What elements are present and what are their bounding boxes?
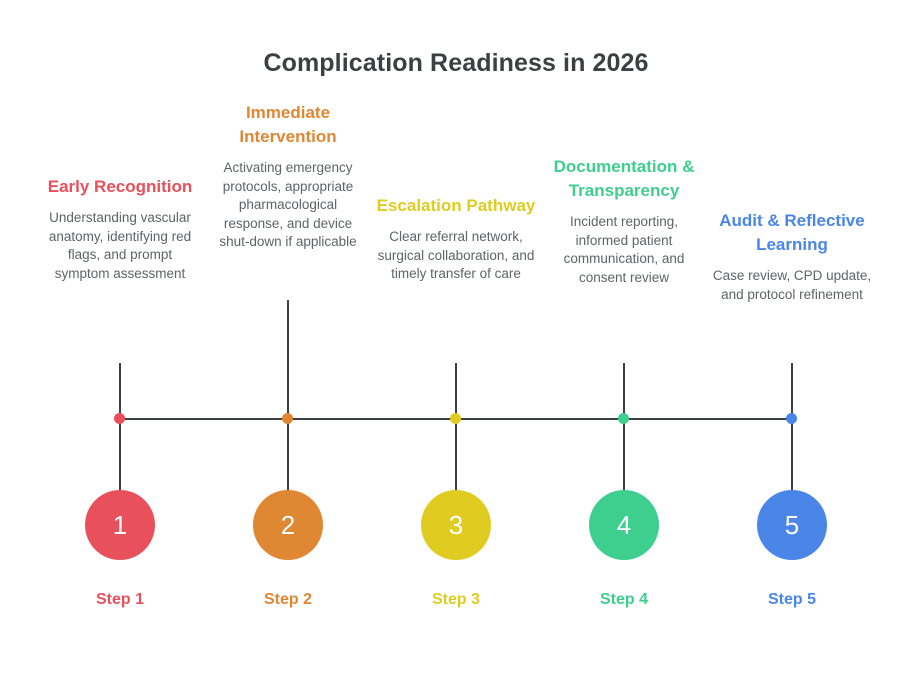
timeline-node-2: [282, 413, 293, 424]
step-description-2: Activating emergency protocols, appropri…: [219, 160, 357, 249]
step-heading-5: Audit & Reflective Learning: [719, 211, 865, 254]
step-text-block-2: Immediate Intervention Activating emerge…: [208, 101, 368, 252]
step-number-5: 5: [784, 510, 800, 540]
step-text-block-1: Early Recognition Understanding vascular…: [40, 175, 200, 283]
page-title: Complication Readiness in 2026: [263, 49, 649, 77]
step-label-1: Step 1: [95, 591, 144, 608]
step-text-block-5: Audit & Reflective Learning Case review,…: [712, 209, 872, 304]
step-description-1: Understanding vascular anatomy, identify…: [48, 210, 192, 281]
connector-stem-4: [623, 363, 625, 490]
connector-stem-5: [791, 363, 793, 490]
step-number-2: 2: [280, 510, 296, 540]
step-heading-2: Immediate Intervention: [239, 103, 337, 146]
step-description-4: Incident reporting, informed patient com…: [563, 214, 685, 285]
timeline-node-5: [786, 413, 797, 424]
connector-stem-1: [119, 363, 121, 490]
step-description-5: Case review, CPD update, and protocol re…: [712, 268, 872, 302]
step-circle-3[interactable]: 3: [421, 490, 491, 560]
connector-stem-2: [287, 300, 289, 490]
step-label-5: Step 5: [767, 591, 816, 608]
step-number-4: 4: [616, 510, 632, 540]
step-heading-1: Early Recognition: [47, 177, 193, 196]
timeline-node-4: [618, 413, 629, 424]
step-heading-4: Documentation & Transparency: [553, 157, 695, 200]
step-circle-1[interactable]: 1: [85, 490, 155, 560]
step-heading-3: Escalation Pathway: [376, 196, 536, 215]
step-label-2: Step 2: [263, 591, 312, 608]
step-text-block-3: Escalation Pathway Clear referral networ…: [376, 194, 536, 284]
connector-stem-3: [455, 363, 457, 490]
step-text-block-4: Documentation & Transparency Incident re…: [544, 155, 704, 287]
step-circle-4[interactable]: 4: [589, 490, 659, 560]
step-label-4: Step 4: [599, 591, 648, 608]
step-circle-5[interactable]: 5: [757, 490, 827, 560]
timeline-node-1: [114, 413, 125, 424]
timeline-node-3: [450, 413, 461, 424]
step-label-3: Step 3: [431, 591, 480, 608]
step-description-3: Clear referral network, surgical collabo…: [377, 229, 535, 281]
step-circle-2[interactable]: 2: [253, 490, 323, 560]
step-number-3: 3: [448, 510, 464, 540]
step-number-1: 1: [112, 510, 128, 540]
